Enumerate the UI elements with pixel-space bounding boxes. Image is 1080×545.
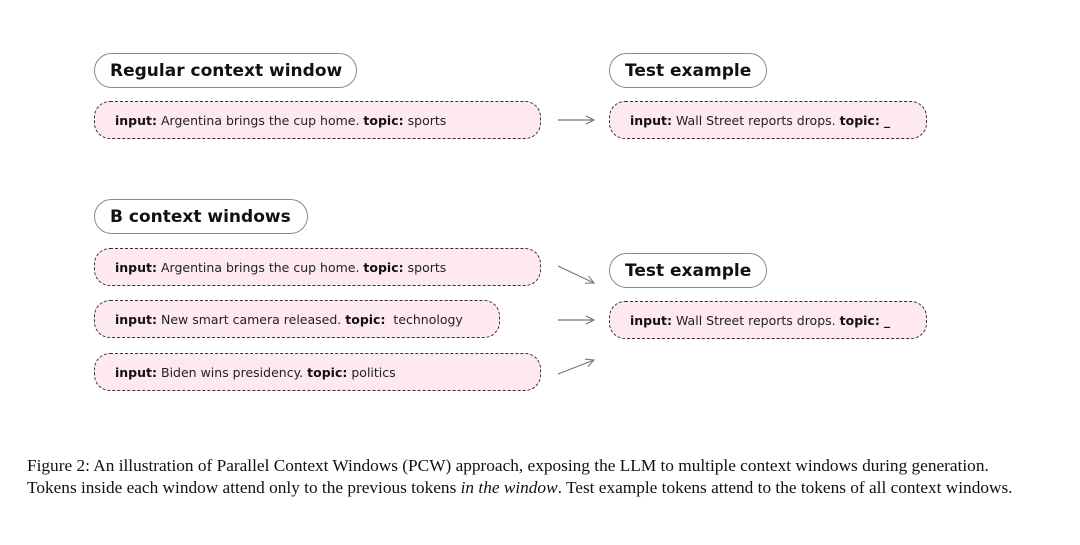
topic-blank: _ <box>883 312 891 328</box>
context-window-box-3: input: Biden wins presidency. topic: pol… <box>94 353 541 391</box>
b-context-windows-title: B context windows <box>94 199 308 234</box>
arrow-window-3 <box>557 360 594 375</box>
topic-label: topic: <box>839 112 880 128</box>
input-label: input: <box>115 259 158 275</box>
topic-text: sports <box>407 259 447 275</box>
topic-text: technology <box>393 311 463 327</box>
input-text: Biden wins presidency. <box>161 364 304 380</box>
caption-text-1: Figure 2: An illustration of Parallel Co… <box>27 456 989 497</box>
bottom-test-example-title: Test example <box>609 253 767 288</box>
topic-text: sports <box>407 112 447 128</box>
input-label: input: <box>630 312 673 328</box>
top-test-example-box: input: Wall Street reports drops. topic:… <box>609 101 927 139</box>
input-text: New smart camera released. <box>161 311 342 327</box>
topic-label: topic: <box>363 259 404 275</box>
figure-caption: Figure 2: An illustration of Parallel Co… <box>27 455 1037 499</box>
topic-blank: _ <box>883 112 891 128</box>
input-label: input: <box>115 364 158 380</box>
input-text: Wall Street reports drops. <box>676 312 836 328</box>
bottom-test-example-box: input: Wall Street reports drops. topic:… <box>609 301 927 339</box>
topic-text: politics <box>351 364 396 380</box>
input-label: input: <box>115 311 158 327</box>
input-label: input: <box>115 112 158 128</box>
regular-context-box: input: Argentina brings the cup home. to… <box>94 101 541 139</box>
topic-label: topic: <box>345 311 386 327</box>
input-text: Argentina brings the cup home. <box>161 259 360 275</box>
topic-label: topic: <box>307 364 348 380</box>
context-window-box-2: input: New smart camera released. topic:… <box>94 300 500 338</box>
regular-context-window-title: Regular context window <box>94 53 357 88</box>
input-text: Wall Street reports drops. <box>676 112 836 128</box>
context-window-box-1: input: Argentina brings the cup home. to… <box>94 248 541 286</box>
topic-label: topic: <box>839 312 880 328</box>
input-label: input: <box>630 112 673 128</box>
caption-text-2: . Test example tokens attend to the toke… <box>557 478 1013 497</box>
input-text: Argentina brings the cup home. <box>161 112 360 128</box>
arrow-window-1 <box>557 265 594 283</box>
top-test-example-title: Test example <box>609 53 767 88</box>
caption-emphasis: in the window <box>460 478 558 497</box>
topic-label: topic: <box>363 112 404 128</box>
